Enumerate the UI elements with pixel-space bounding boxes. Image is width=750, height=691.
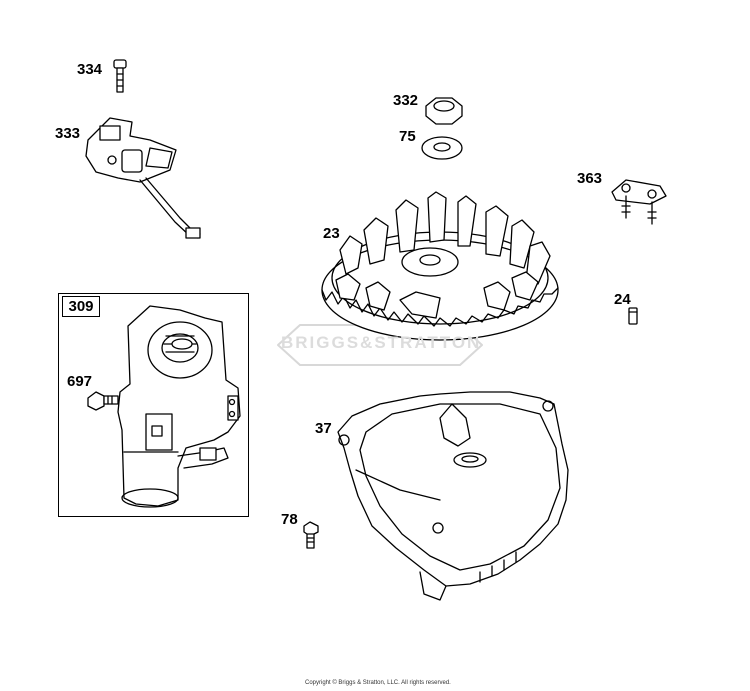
blower-housing-37 (337, 391, 569, 601)
callout-332: 332 (393, 92, 419, 109)
callout-24: 24 (614, 291, 631, 308)
bolt-334 (113, 59, 127, 93)
ignition-armature-333 (85, 117, 201, 239)
callout-23: 23 (323, 225, 340, 242)
callout-309: 309 (62, 296, 100, 317)
callout-78: 78 (281, 511, 298, 528)
starter-motor-309 (117, 305, 241, 508)
flywheel-23 (321, 191, 559, 341)
callout-363: 363 (577, 170, 603, 187)
bolt-78 (303, 521, 319, 549)
watermark-logo (277, 324, 483, 366)
starter-subassembly-box (58, 293, 249, 517)
callout-333: 333 (55, 125, 81, 142)
bolt-697 (87, 391, 119, 411)
watermark-text: BRIGGS&STRATTON (281, 333, 482, 352)
callout-37: 37 (315, 420, 332, 437)
callout-334: 334 (77, 61, 103, 78)
nut-332 (425, 97, 463, 125)
callout-697: 697 (67, 373, 93, 390)
washer-75 (421, 136, 463, 160)
terminal-363 (611, 179, 667, 225)
callout-75: 75 (399, 128, 416, 145)
key-24 (628, 307, 638, 325)
copyright-text: Copyright © Briggs & Stratton, LLC. All … (305, 680, 451, 686)
